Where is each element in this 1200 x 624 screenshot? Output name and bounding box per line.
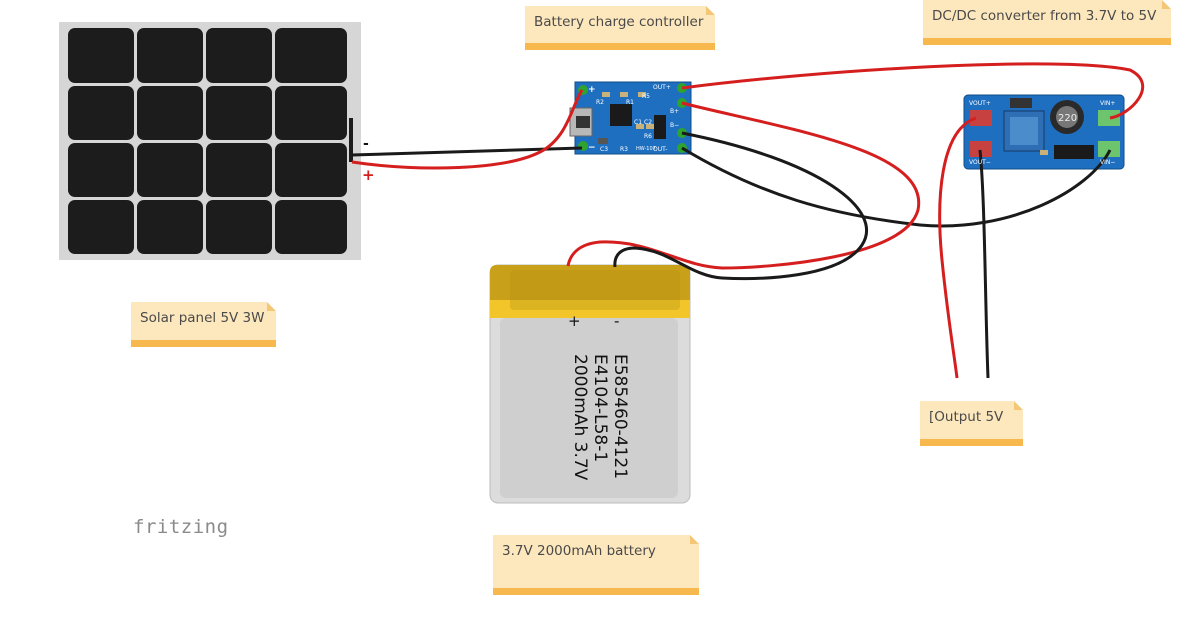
solar-panel[interactable] [59,22,361,260]
note-dcdc-converter[interactable]: DC/DC converter from 3.7V to 5V [923,0,1171,45]
fritzing-logo: fritzing [133,516,229,538]
charger-plus-label: + [588,85,596,95]
wire-vout-minus [978,149,990,379]
converter-voutminus-label: VOUT− [969,159,991,166]
solar-minus-label: - [363,136,369,152]
dcdc-converter-board[interactable] [963,94,1125,170]
charger-c2-label: C2 [644,119,652,126]
note-charge-controller-text: Battery charge controller [534,14,704,30]
note-solar-panel-text: Solar panel 5V 3W [140,310,265,326]
charger-r5-label: R5 [642,93,650,100]
charger-outplus-label: OUT+ [653,84,671,91]
charger-minus-label: − [588,143,596,153]
battery-plus-label: + [568,312,581,330]
wire-outminus-vinminus [681,146,1112,228]
converter-inductor-label: 220 [1058,113,1077,124]
battery-line-1: E585460-4121 [610,354,630,480]
charger-r2-label: R2 [596,99,604,106]
note-battery-text: 3.7V 2000mAh battery [502,543,656,559]
wire-vout-plus [938,116,977,379]
wire-bminus-battery [613,131,868,281]
charger-r1-label: R1 [626,99,634,106]
charger-r3-label: R3 [620,146,628,153]
converter-voutplus-label: VOUT+ [969,100,991,107]
converter-vinplus-label: VIN+ [1100,100,1115,107]
note-output[interactable]: [Output 5V [920,401,1023,446]
wire-outplus-vinplus [681,62,1145,120]
charger-r6-label: R6 [644,133,652,140]
battery-text-block: E585460-4121 E4104-L58-1 2000mAh 3.7V [555,348,635,481]
charger-outminus-label: OUT- [653,146,667,153]
note-output-text: [Output 5V [929,409,1004,425]
wire-solar-red [351,89,584,170]
battery-minus-label: - [614,312,620,330]
battery-line-2: E4104-L58-1 [590,354,610,463]
note-solar-panel[interactable]: Solar panel 5V 3W [131,302,276,347]
converter-vinminus-label: VIN− [1100,159,1115,166]
battery-line-3: 2000mAh 3.7V [570,354,590,481]
solar-plus-label: + [362,166,375,184]
wire-solar-black [351,146,583,157]
note-charge-controller[interactable]: Battery charge controller [525,6,715,50]
wire-bplus-battery [566,101,921,270]
charger-bplus-label: B+ [670,108,679,115]
charge-controller-board[interactable] [569,81,692,155]
charger-c3-label: C3 [600,146,608,153]
charger-model-label: HW-107 [636,146,656,152]
charger-c1-label: C1 [634,119,642,126]
note-battery[interactable]: 3.7V 2000mAh battery [493,535,699,595]
charger-bminus-label: B− [670,122,679,129]
note-dcdc-converter-text: DC/DC converter from 3.7V to 5V [932,8,1157,24]
